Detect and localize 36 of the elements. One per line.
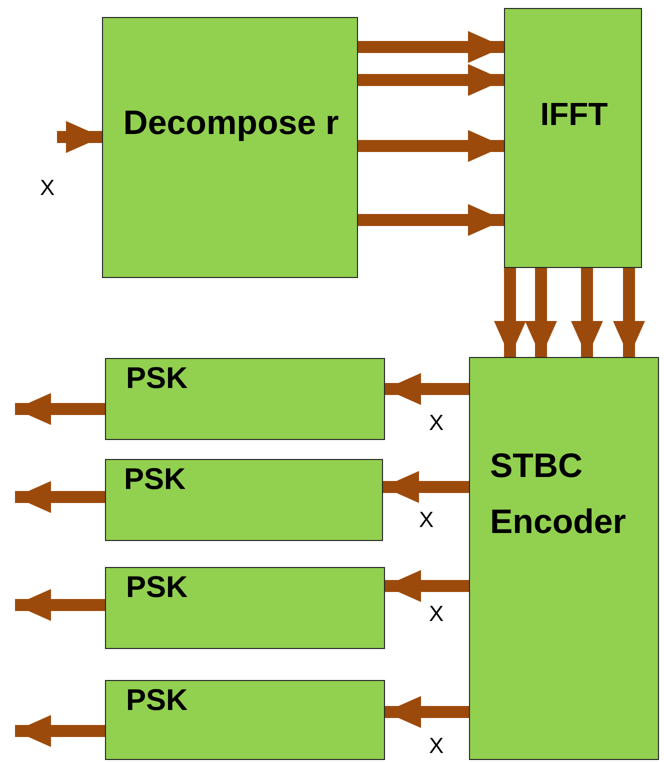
arrow [525, 268, 557, 357]
process-box [102, 17, 358, 278]
box-label: Decompose r [122, 103, 340, 144]
arrow [385, 373, 469, 405]
arrow [57, 121, 102, 153]
arrow [15, 393, 105, 425]
arrow [358, 204, 504, 236]
arrow [358, 130, 504, 162]
box-label: IFFT [539, 95, 609, 134]
process-box [469, 357, 659, 760]
process-box [105, 358, 385, 440]
box-label: PSK [126, 683, 189, 719]
arrow [383, 471, 469, 503]
arrow [571, 268, 603, 357]
arrow [15, 715, 105, 747]
arrow [358, 64, 504, 96]
edge-label: X [429, 410, 444, 436]
arrow [385, 570, 469, 602]
arrow [494, 268, 526, 357]
box-label: PSK [126, 570, 189, 606]
box-label: PSK [126, 361, 189, 397]
arrow [385, 696, 469, 728]
arrow [613, 268, 645, 357]
edge-label: X [419, 507, 434, 533]
process-box [105, 567, 385, 649]
box-label: PSK [124, 462, 187, 498]
process-box [105, 680, 385, 760]
edge-label: X [40, 175, 55, 201]
arrow [15, 481, 105, 513]
process-box [105, 459, 383, 541]
edge-label: X [429, 601, 444, 627]
edge-label: X [429, 733, 444, 759]
box-label: STBC Encoder [490, 446, 628, 543]
arrow [15, 589, 105, 621]
arrow [358, 31, 504, 63]
process-box [504, 8, 642, 268]
